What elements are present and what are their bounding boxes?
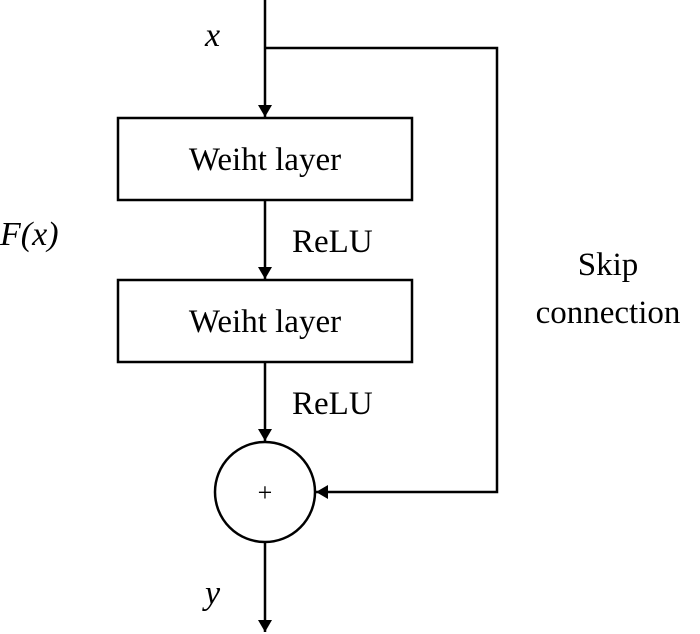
skip-label-line2: connection [536, 295, 681, 331]
output-label: y [202, 575, 221, 612]
weight-layer-2: Weiht layer [116, 278, 414, 364]
sum-node-symbol: + [258, 478, 273, 507]
sum-node: + [213, 440, 317, 544]
weight-layer-2-label: Weiht layer [189, 304, 341, 340]
weight-layer-1-label: Weiht layer [189, 142, 341, 178]
relu-label-2: ReLU [292, 386, 373, 422]
block-function-name: F [0, 216, 22, 253]
block-function-arg: (x) [21, 216, 59, 253]
skip-connection-line [265, 46, 499, 499]
weight-layer-1: Weiht layer [116, 116, 414, 202]
relu-label-1: ReLU [292, 224, 373, 260]
input-label: x [204, 17, 220, 54]
skip-label-line1: Skip [578, 247, 639, 283]
block-function-label: F(x) [0, 216, 59, 253]
